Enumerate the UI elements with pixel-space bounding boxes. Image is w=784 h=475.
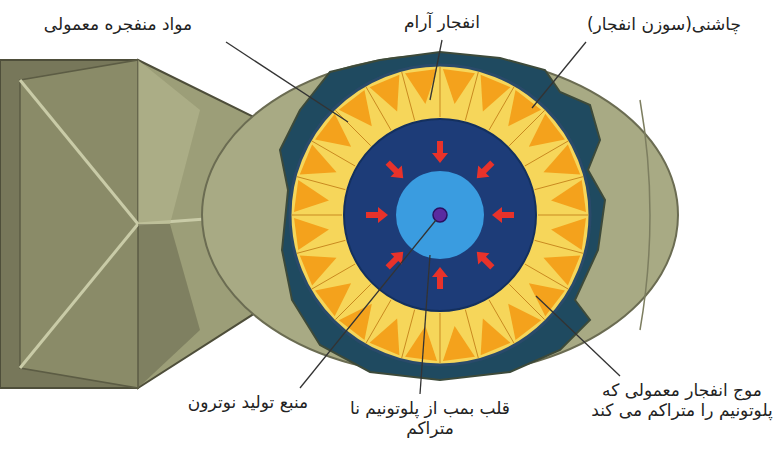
lens-divider [335, 110, 370, 145]
lens-divider [525, 264, 568, 289]
tail-fin [0, 60, 138, 388]
neutron-source [433, 208, 447, 222]
lens-charge [443, 69, 475, 104]
implosion-arrow [477, 161, 495, 179]
lens-divider [335, 284, 370, 319]
lens-divider [402, 72, 415, 120]
casing-seam [640, 100, 650, 330]
explosive-lenses [292, 67, 588, 363]
lens-divider [465, 72, 478, 120]
implosion-arrows [366, 141, 514, 289]
lens-divider [297, 177, 345, 190]
lens-divider [489, 87, 514, 130]
leader-line [420, 255, 430, 394]
lens-charge [294, 218, 329, 250]
lens-charge [315, 114, 351, 147]
leader-line [300, 220, 436, 388]
leader-line [226, 42, 348, 122]
fin-face [138, 224, 200, 388]
lens-divider [489, 300, 514, 343]
lens-charge [481, 318, 511, 355]
lens-divider [292, 215, 342, 216]
lens-charge [551, 218, 586, 250]
lens-charge [443, 326, 475, 361]
lens-divider [509, 110, 544, 145]
implosion-arrow [477, 252, 495, 270]
lens-divider [440, 313, 441, 363]
implosion-arrow [386, 252, 404, 270]
implosion-arrow [492, 207, 514, 223]
lens-charge [508, 90, 541, 126]
lens-divider [535, 177, 583, 190]
lens-divider [366, 87, 391, 130]
fin-edge [20, 80, 138, 224]
lens-divider [538, 215, 588, 216]
lens-divider [312, 264, 355, 289]
lens-charge [543, 145, 580, 175]
lens-divider [402, 310, 415, 358]
lens-charge [529, 283, 565, 316]
plutonium-core [396, 171, 484, 259]
lens-divider [525, 141, 568, 166]
implosion-arrow [432, 141, 448, 163]
lens-charge [294, 180, 329, 212]
lens-charge [543, 256, 580, 286]
part-label: منبع تولید نوترون [185, 392, 311, 412]
lens-divider [366, 300, 391, 343]
implosion-arrow [366, 207, 388, 223]
lens-charge [370, 75, 400, 112]
fin-face [138, 60, 200, 224]
lens-charge [370, 318, 400, 355]
lens-divider [535, 240, 583, 253]
leader-line [536, 296, 620, 376]
leader-line [532, 42, 586, 108]
lens-charge [405, 326, 437, 361]
lens-charge [551, 180, 586, 212]
bomb-casing [202, 55, 678, 375]
lens-charge [300, 256, 337, 286]
lens-charge [529, 114, 565, 147]
lens-divider [509, 284, 544, 319]
part-label: مواد منفجره معمولی [41, 14, 195, 34]
part-label: چاشنی(سوزن انفجار) [584, 14, 744, 34]
lens-charge [508, 304, 541, 340]
tail-box [20, 60, 138, 388]
explosive-ring [290, 65, 590, 365]
lens-divider [297, 240, 345, 253]
lens-divider [465, 310, 478, 358]
lens-divider [312, 141, 355, 166]
part-label: انفجار آرام [401, 12, 483, 32]
fin-edge [20, 224, 138, 368]
lens-charge [315, 283, 351, 316]
implosion-arrow [432, 267, 448, 289]
lens-divider [440, 67, 441, 117]
part-label: موج انفجار معمولی که پلوتونیم را متراکم … [584, 380, 780, 421]
tamper-ring [344, 119, 536, 311]
leader-line [430, 40, 442, 100]
implosion-arrow [386, 161, 404, 179]
part-label: قلب بمب از پلوتونیم نا متراکم [332, 398, 528, 439]
cutaway-opening [280, 52, 605, 380]
lens-charge [481, 75, 511, 112]
lens-charge [339, 90, 372, 126]
lens-charge [300, 145, 337, 175]
